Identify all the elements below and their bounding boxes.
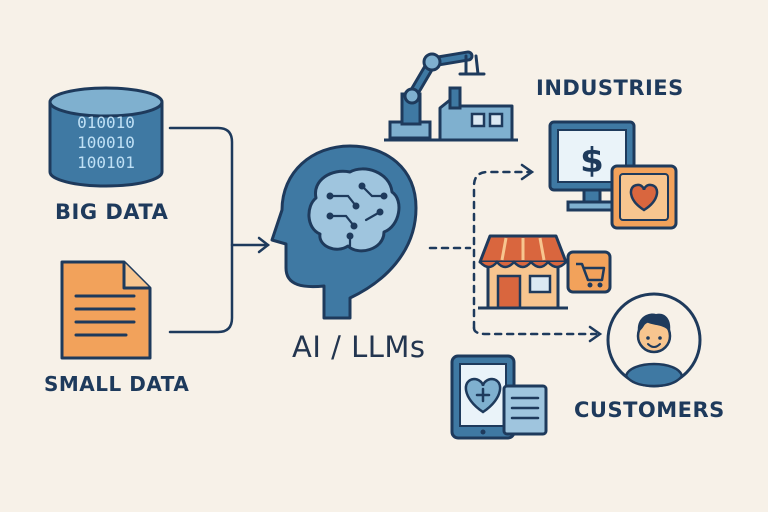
report-icon (502, 384, 548, 436)
shop-icon (478, 234, 568, 310)
binary-row: 100101 (77, 153, 135, 172)
binary-row: 010010 (77, 113, 135, 132)
factory-icon (384, 86, 518, 142)
ai-llms-label: AI / LLMs (292, 330, 426, 364)
customers-label: CUSTOMERS (574, 398, 725, 422)
document-icon (60, 260, 152, 360)
cart-icon (566, 250, 612, 294)
customer-avatar-icon (606, 292, 702, 388)
robot-arm-icon (388, 50, 486, 140)
tablet-health-icon (450, 354, 516, 440)
input-arrows (168, 126, 271, 334)
head-brain-icon (270, 144, 418, 320)
small-data-label: SMALL DATA (44, 372, 190, 396)
big-data-label: BIG DATA (55, 200, 169, 224)
heart-card-icon (610, 164, 678, 230)
binary-row: 100010 (77, 133, 135, 152)
arrow-head-industries (520, 163, 535, 181)
industries-label: INDUSTRIES (536, 76, 684, 100)
arrow-head-customers (588, 325, 603, 343)
output-arrows (428, 170, 598, 336)
database-icon: 010010 100010 100101 (48, 86, 164, 188)
dollar-sign: $ (580, 141, 604, 181)
